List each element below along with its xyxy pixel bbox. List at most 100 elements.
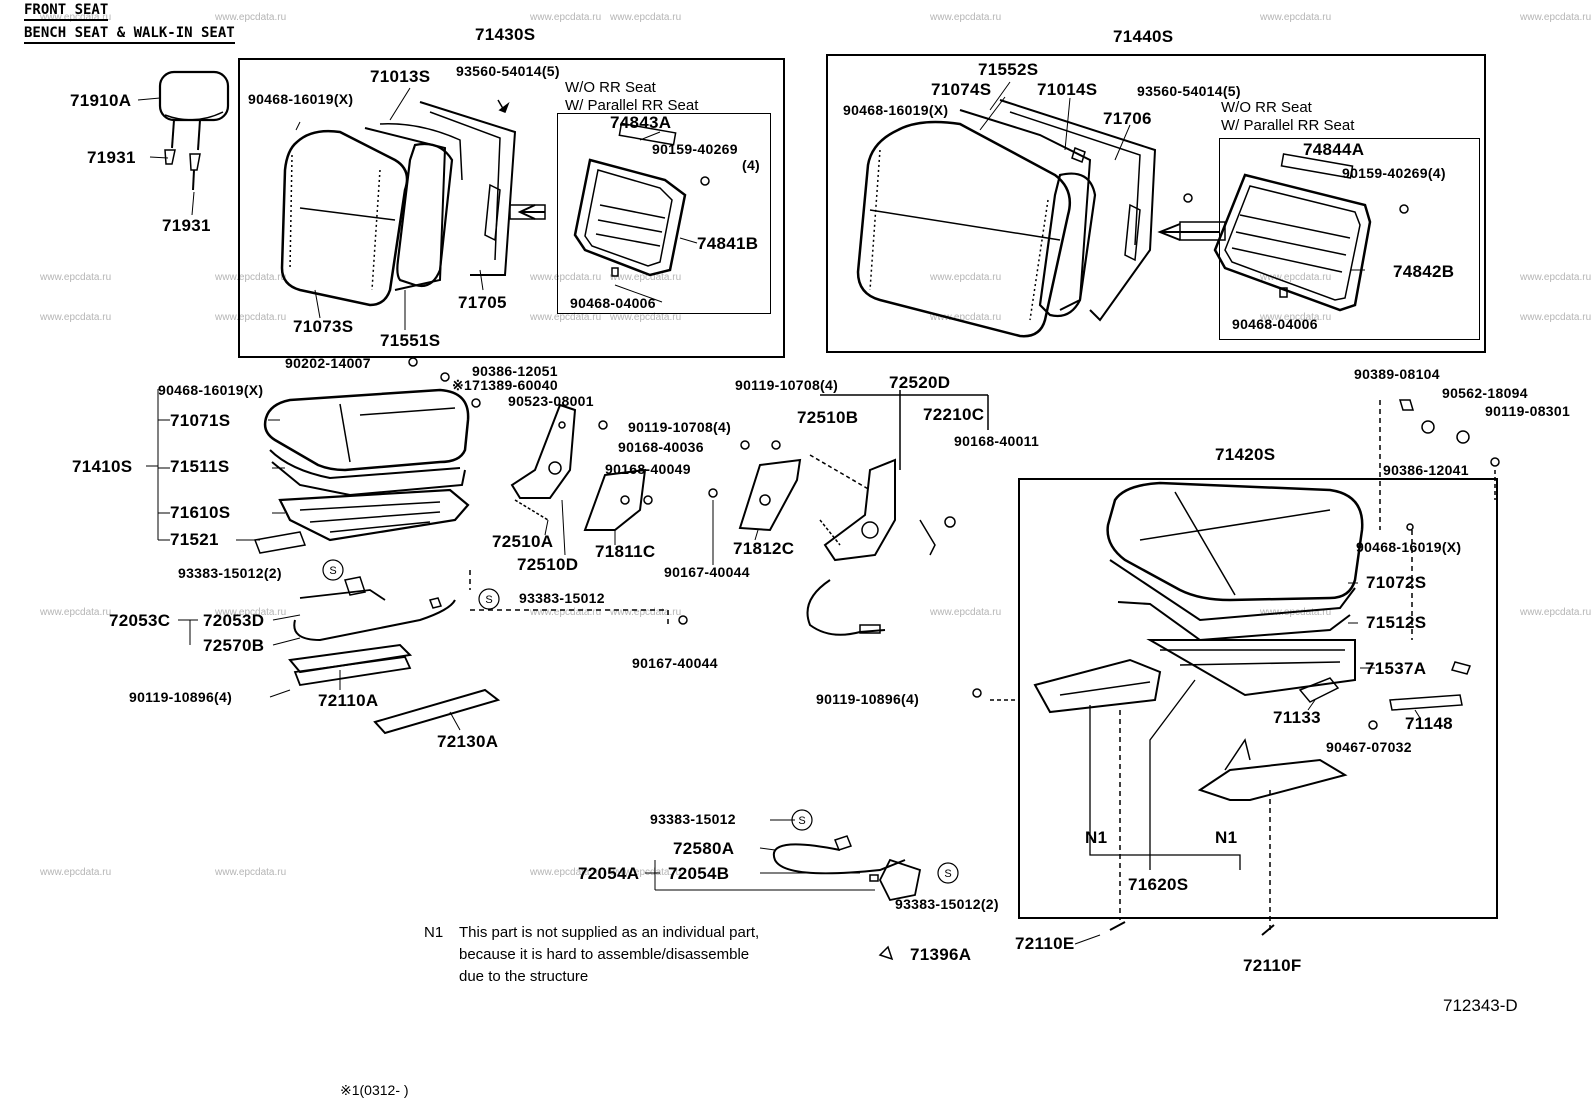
part-label-71811c[interactable]: 71811C (595, 542, 656, 561)
part-label-71610s[interactable]: 71610S (170, 503, 231, 522)
part-label-72130a[interactable]: 72130A (437, 732, 499, 751)
right-hinge-drawing (806, 390, 989, 636)
part-label-ref-1[interactable]: ※171389-60040 (452, 377, 558, 393)
watermark-text: www.epcdata.ru (1260, 12, 1332, 23)
svg-text:S: S (329, 565, 336, 577)
part-label-snap-4[interactable]: 93383-15012(2) (895, 896, 999, 912)
part-label-71705[interactable]: 71705 (458, 293, 507, 312)
part-label-screw-board-r[interactable]: 90159-40269(4) (1342, 165, 1446, 181)
part-label-snap-1[interactable]: 93383-15012(2) (178, 565, 282, 581)
part-label-nut-hinge-3[interactable]: 90168-40011 (954, 433, 1040, 449)
condition-back-r-2: W/ Parallel RR Seat (1221, 117, 1355, 134)
watermark-text: www.epcdata.ru (1260, 312, 1332, 323)
part-label-71072s[interactable]: 71072S (1366, 573, 1427, 592)
part-label-clip-board-r[interactable]: 90468-04006 (1232, 316, 1318, 332)
part-label-71537a[interactable]: 71537A (1365, 659, 1427, 678)
part-label-71396a[interactable]: 71396A (910, 945, 972, 964)
part-label-bolt-r1[interactable]: 90389-08104 (1354, 366, 1440, 382)
part-label-72210c[interactable]: 72210C (923, 405, 985, 424)
watermark-text: www.epcdata.ru (930, 12, 1002, 23)
part-label-74843a[interactable]: 74843A (610, 113, 672, 132)
part-label-bolt-track-l[interactable]: 90119-10896(4) (129, 689, 233, 705)
part-label-72520d[interactable]: 72520D (889, 373, 951, 392)
part-label-72110e[interactable]: 72110E (1015, 934, 1075, 953)
part-label-72053d[interactable]: 72053D (203, 611, 265, 630)
part-label-clip-back-l[interactable]: 90468-16019(X) (248, 91, 354, 107)
part-label-nut-hinge-1[interactable]: 90168-40036 (618, 439, 704, 455)
part-label-screw-back-l[interactable]: 93560-54014(5) (456, 63, 560, 79)
part-label-clip-hinge-2[interactable]: 90167-40044 (632, 655, 718, 671)
part-label-72510b[interactable]: 72510B (797, 408, 859, 427)
svg-text:S: S (485, 594, 492, 606)
part-label-71073s[interactable]: 71073S (293, 317, 354, 336)
part-label-snap-3[interactable]: 93383-15012 (650, 811, 736, 827)
part-label-nut-cushion[interactable]: 90202-14007 (285, 355, 371, 371)
watermark-text: www.epcdata.ru (530, 312, 602, 323)
part-label-71812c[interactable]: 71812C (733, 539, 795, 558)
watermark-text: www.epcdata.ru (530, 607, 602, 618)
part-label-74841b[interactable]: 74841B (697, 234, 759, 253)
part-label-71133[interactable]: 71133 (1273, 708, 1321, 727)
part-label-support-upper[interactable]: 71931 (87, 148, 136, 167)
part-label-74842b[interactable]: 74842B (1393, 262, 1455, 281)
part-label-71440s[interactable]: 71440S (1113, 27, 1174, 46)
part-label-bolt-hinge-2[interactable]: 90119-10708(4) (735, 377, 839, 393)
left-seatback-drawing (280, 99, 546, 307)
part-label-72510d[interactable]: 72510D (517, 555, 579, 574)
part-label-clip-cushion-l[interactable]: 90468-16019(X) (158, 382, 264, 398)
part-label-bolt-hinge-1[interactable]: 90119-10708(4) (628, 419, 732, 435)
part-label-72570b[interactable]: 72570B (203, 636, 265, 655)
part-label-snap-2[interactable]: 93383-15012 (519, 590, 605, 606)
watermark-text: www.epcdata.ru (40, 867, 112, 878)
part-label-screw-board-l-qty: (4) (742, 157, 761, 173)
part-label-71620s[interactable]: 71620S (1128, 875, 1189, 894)
part-label-71410s[interactable]: 71410S (72, 457, 133, 476)
part-label-bolt-r2[interactable]: 90119-08301 (1485, 403, 1571, 419)
part-label-71013s[interactable]: 71013S (370, 67, 431, 86)
part-label-72110f[interactable]: 72110F (1243, 956, 1302, 975)
watermark-text: www.epcdata.ru (530, 272, 602, 283)
part-label-72510a[interactable]: 72510A (492, 532, 554, 551)
part-label-71551s[interactable]: 71551S (380, 331, 441, 350)
part-label-72053c[interactable]: 72053C (109, 611, 171, 630)
part-label-screw-back-r[interactable]: 93560-54014(5) (1137, 83, 1241, 99)
part-label-bolt-track-r[interactable]: 90119-10896(4) (816, 691, 920, 707)
part-label-bolt-r3[interactable]: 90386-12041 (1383, 462, 1469, 478)
part-label-cap-r[interactable]: 90562-18094 (1442, 385, 1528, 401)
part-label-clip-cushion-r[interactable]: 90468-16019(X) (1356, 539, 1462, 555)
watermark-text: www.epcdata.ru (40, 312, 112, 323)
part-label-nut-hinge-2[interactable]: 90168-40049 (605, 461, 691, 477)
watermark-text: www.epcdata.ru (930, 272, 1002, 283)
part-label-screw-board-l[interactable]: 90159-40269 (652, 141, 738, 157)
part-label-headrest[interactable]: 71910A (70, 91, 132, 110)
note-line-1: This part is not supplied as an individu… (459, 924, 760, 941)
part-label-washer-1[interactable]: 90523-08001 (508, 393, 594, 409)
part-label-clip-board-l[interactable]: 90468-04006 (570, 295, 656, 311)
note-line-3: due to the structure (459, 968, 589, 985)
part-label-bolt-cushion[interactable]: 90386-12051 (472, 363, 558, 379)
part-label-71430s[interactable]: 71430S (475, 25, 536, 44)
condition-back-r-1: W/O RR Seat (1221, 99, 1312, 116)
diagram-id: 712343-D (1443, 996, 1518, 1015)
part-label-71512s[interactable]: 71512S (1366, 613, 1427, 632)
n1-label-left: N1 (1085, 828, 1108, 847)
part-label-71420s[interactable]: 71420S (1215, 445, 1276, 464)
part-label-71552s[interactable]: 71552S (978, 60, 1039, 79)
part-label-71074s[interactable]: 71074S (931, 80, 992, 99)
part-label-71521[interactable]: 71521 (170, 530, 219, 549)
part-label-72580a[interactable]: 72580A (673, 839, 735, 858)
part-label-71014s[interactable]: 71014S (1037, 80, 1098, 99)
part-label-71706[interactable]: 71706 (1103, 109, 1152, 128)
part-label-71148[interactable]: 71148 (1405, 714, 1453, 733)
part-label-72054b[interactable]: 72054B (668, 864, 730, 883)
part-label-72110a[interactable]: 72110A (318, 691, 379, 710)
part-label-clip-hinge-1[interactable]: 90167-40044 (664, 564, 750, 580)
part-label-71071s[interactable]: 71071S (170, 411, 231, 430)
part-label-clip-r[interactable]: 90467-07032 (1326, 739, 1412, 755)
part-label-74844a[interactable]: 74844A (1303, 140, 1365, 159)
note-mark: N1 (424, 924, 444, 941)
part-label-clip-back-r[interactable]: 90468-16019(X) (843, 102, 949, 118)
part-label-71511s[interactable]: 71511S (170, 457, 230, 476)
part-label-support-lower[interactable]: 71931 (162, 216, 211, 235)
part-label-72054a[interactable]: 72054A (578, 864, 640, 883)
